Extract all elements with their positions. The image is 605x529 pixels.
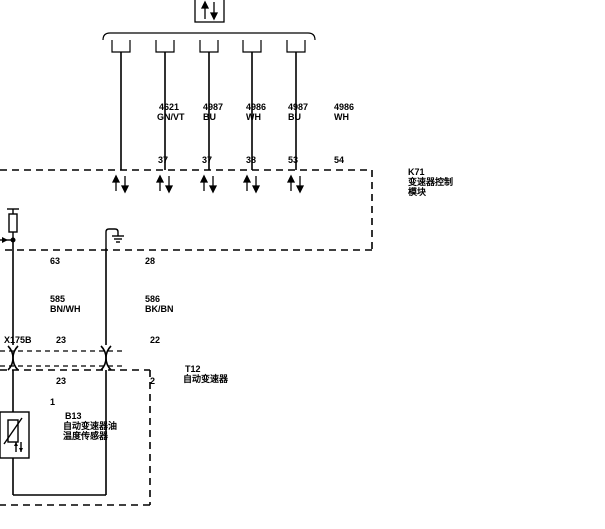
wire-3 (199, 40, 219, 170)
connector-pin-left-bottom: 23 (56, 376, 66, 386)
wire-1-color: GN/VT (157, 112, 185, 122)
left-lower-circuit: 585 (50, 294, 65, 304)
right-lower-circuit: 586 (145, 294, 160, 304)
inline-connector (0, 345, 124, 371)
sensor-name-line2: 温度传感器 (63, 430, 109, 441)
bidirectional-arrow-icon (155, 174, 174, 194)
wire-4 (242, 40, 262, 170)
k71-name-line2: 模块 (408, 186, 427, 197)
t12-name: 自动变速器 (183, 373, 229, 384)
bidirectional-arrow-icon (200, 0, 219, 21)
wire-1 (111, 40, 131, 170)
wire-4-pin: 53 (288, 155, 298, 165)
wire-5-pin: 54 (334, 155, 344, 165)
wire-5 (286, 40, 306, 170)
bidirectional-arrow-icon (199, 174, 218, 194)
k71-name-line1: 变速器控制 (408, 176, 453, 187)
wire-4-circuit: 4987 (288, 102, 308, 112)
wire-labels: 4621 GN/VT 4987 BU 4986 WH 4987 BU 4986 … (157, 102, 354, 122)
module-pin-right: 28 (145, 256, 155, 266)
bidirectional-arrow-icon (286, 174, 305, 194)
k71-module-box (0, 169, 373, 251)
wire-2 (155, 40, 175, 170)
wire-4-color: BU (288, 112, 301, 122)
connector-pin-right-bottom: 2 (150, 376, 155, 386)
left-lower-color: BN/WH (50, 304, 81, 314)
wire-3-color: WH (246, 112, 261, 122)
wire-2-color: BU (203, 112, 216, 122)
lower-wires (12, 240, 107, 345)
thermistor-sensor-icon (0, 411, 30, 459)
t12-wires (12, 370, 107, 496)
connector-bracket (102, 32, 316, 41)
connector-pin-right-top: 22 (150, 335, 160, 345)
top-wires (111, 40, 306, 170)
bidirectional-arrow-icon (111, 174, 130, 194)
wire-2-circuit: 4987 (203, 102, 223, 112)
sensor-name-line1: 自动变速器油 (63, 420, 117, 431)
bidirectional-arrow-icon (242, 174, 261, 194)
sensor-pin: 1 (50, 397, 55, 407)
wire-3-pin: 38 (246, 155, 256, 165)
wire-2-pin: 37 (202, 155, 212, 165)
module-pin-left: 63 (50, 256, 60, 266)
module-arrows (111, 174, 305, 194)
ground-icon (105, 228, 124, 248)
t12-id: T12 (185, 364, 201, 374)
top-bidirectional-box (194, 0, 225, 23)
t12-module-box (0, 369, 151, 506)
k71-id: K71 (408, 167, 425, 177)
connector-id: X175B (4, 335, 32, 345)
wire-5-circuit: 4986 (334, 102, 354, 112)
k71-label: K71 变速器控制 模块 (408, 167, 453, 197)
wire-5-color: WH (334, 112, 349, 122)
pin-numbers: 37 37 38 53 54 (158, 155, 344, 165)
connector-pin-left-top: 23 (56, 335, 66, 345)
wire-1-circuit: 4621 (159, 102, 179, 112)
wire-1-pin: 37 (158, 155, 168, 165)
pullup-resistor (0, 208, 19, 243)
wire-3-circuit: 4986 (246, 102, 266, 112)
right-lower-color: BK/BN (145, 304, 174, 314)
sensor-id: B13 (65, 411, 82, 421)
